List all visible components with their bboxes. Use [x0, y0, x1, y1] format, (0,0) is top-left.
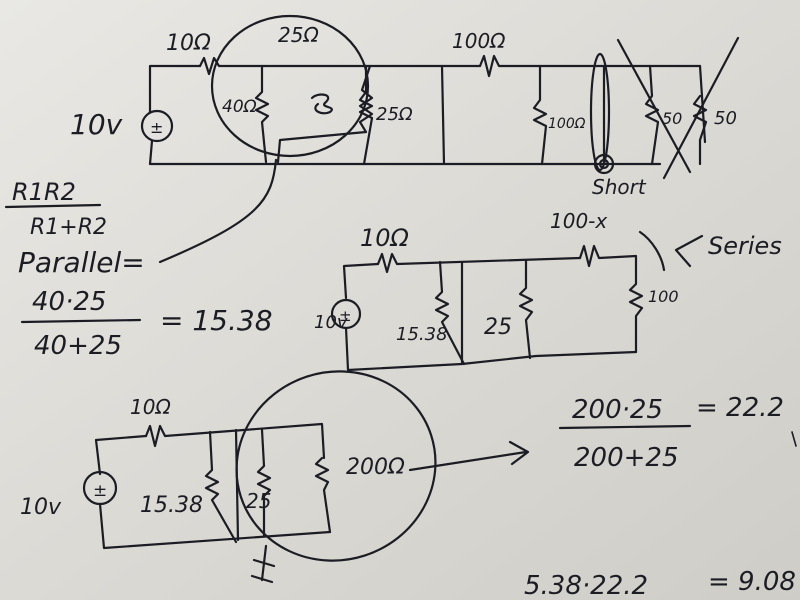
resistor-10-top — [198, 56, 266, 76]
circle-highlight-top — [210, 14, 370, 158]
resistor-10-bottom — [144, 422, 326, 460]
resistor-10-mid — [376, 252, 582, 274]
label-series: Series — [708, 232, 782, 260]
resistor-100-mid-top — [578, 244, 644, 354]
calc-result: = 15.38 — [160, 304, 273, 337]
formula-numerator: R1R2 — [12, 178, 76, 206]
label-r15-bottom: 15.38 — [140, 493, 203, 518]
label-source-mid: 10v — [314, 312, 348, 333]
formula-denominator: R1+R2 — [30, 215, 107, 240]
label-source-bottom: 10v — [20, 495, 62, 520]
label-r40: 40Ω — [222, 97, 257, 117]
calc-right-denominator: 200+25 — [574, 443, 679, 473]
label-source-top: 10v — [70, 108, 123, 141]
short-loop — [589, 52, 611, 172]
parallel-formula: R1R2 R1+R2 Parallel= 40·25 40+25 = 15.38 — [4, 178, 273, 361]
calc-bottom-expression: 5.38·22.2 — [524, 571, 648, 600]
label-r100-shunt: 100Ω — [548, 116, 586, 132]
circuit-bottom: ± 10Ω 10v 15.38 25 200Ω — [20, 370, 530, 584]
label-r50-b: 50 — [714, 108, 737, 129]
label-r200: 200Ω — [346, 455, 405, 480]
calc-right-result: = 22.2 — [696, 393, 784, 423]
source-symbol-mid: ± — [339, 307, 352, 325]
label-r10-mid: 10Ω — [360, 224, 410, 252]
calc-denominator: 40+25 — [34, 331, 122, 361]
calc-right-numerator: 200·25 — [572, 395, 663, 425]
label-r100-mid: 100 — [648, 287, 679, 306]
calc-bottom: 5.38·22.2 = 9.08 — [524, 567, 796, 600]
resistor-100-top — [478, 54, 702, 78]
label-r100x: 100-x — [550, 209, 607, 233]
calc-numerator: 40·25 — [32, 287, 106, 317]
cross-out — [616, 36, 740, 180]
label-r25-b: 25Ω — [376, 104, 413, 125]
label-r15-mid: 15.38 — [396, 324, 448, 345]
formula-parallel-label: Parallel= — [18, 246, 145, 279]
label-r25-bottom: 25 — [246, 489, 271, 513]
label-r50-a: 50 — [662, 109, 682, 128]
label-short: Short — [592, 175, 647, 199]
calc-bottom-result: = 9.08 — [708, 567, 796, 597]
voltage-source-top — [140, 109, 174, 143]
source-symbol-bottom: ± — [93, 481, 107, 501]
label-r100-top: 100Ω — [452, 29, 506, 53]
circle-highlight-bottom — [235, 370, 437, 562]
label-r10-top: 10Ω — [166, 31, 211, 56]
source-symbol-top: ± — [150, 118, 163, 137]
circuit-top: ± 10Ω 25Ω 40Ω 25Ω 100Ω — [70, 14, 740, 264]
label-r25-mid: 25 — [484, 315, 512, 340]
circuit-mid: ± 10Ω 10v 15.38 25 100-x 100 Series — [314, 209, 782, 372]
label-r10-bottom: 10Ω — [130, 395, 171, 419]
label-r25-circled: 25Ω — [278, 23, 319, 47]
calc-right: 200·25 200+25 = 22.2 — [558, 393, 797, 473]
